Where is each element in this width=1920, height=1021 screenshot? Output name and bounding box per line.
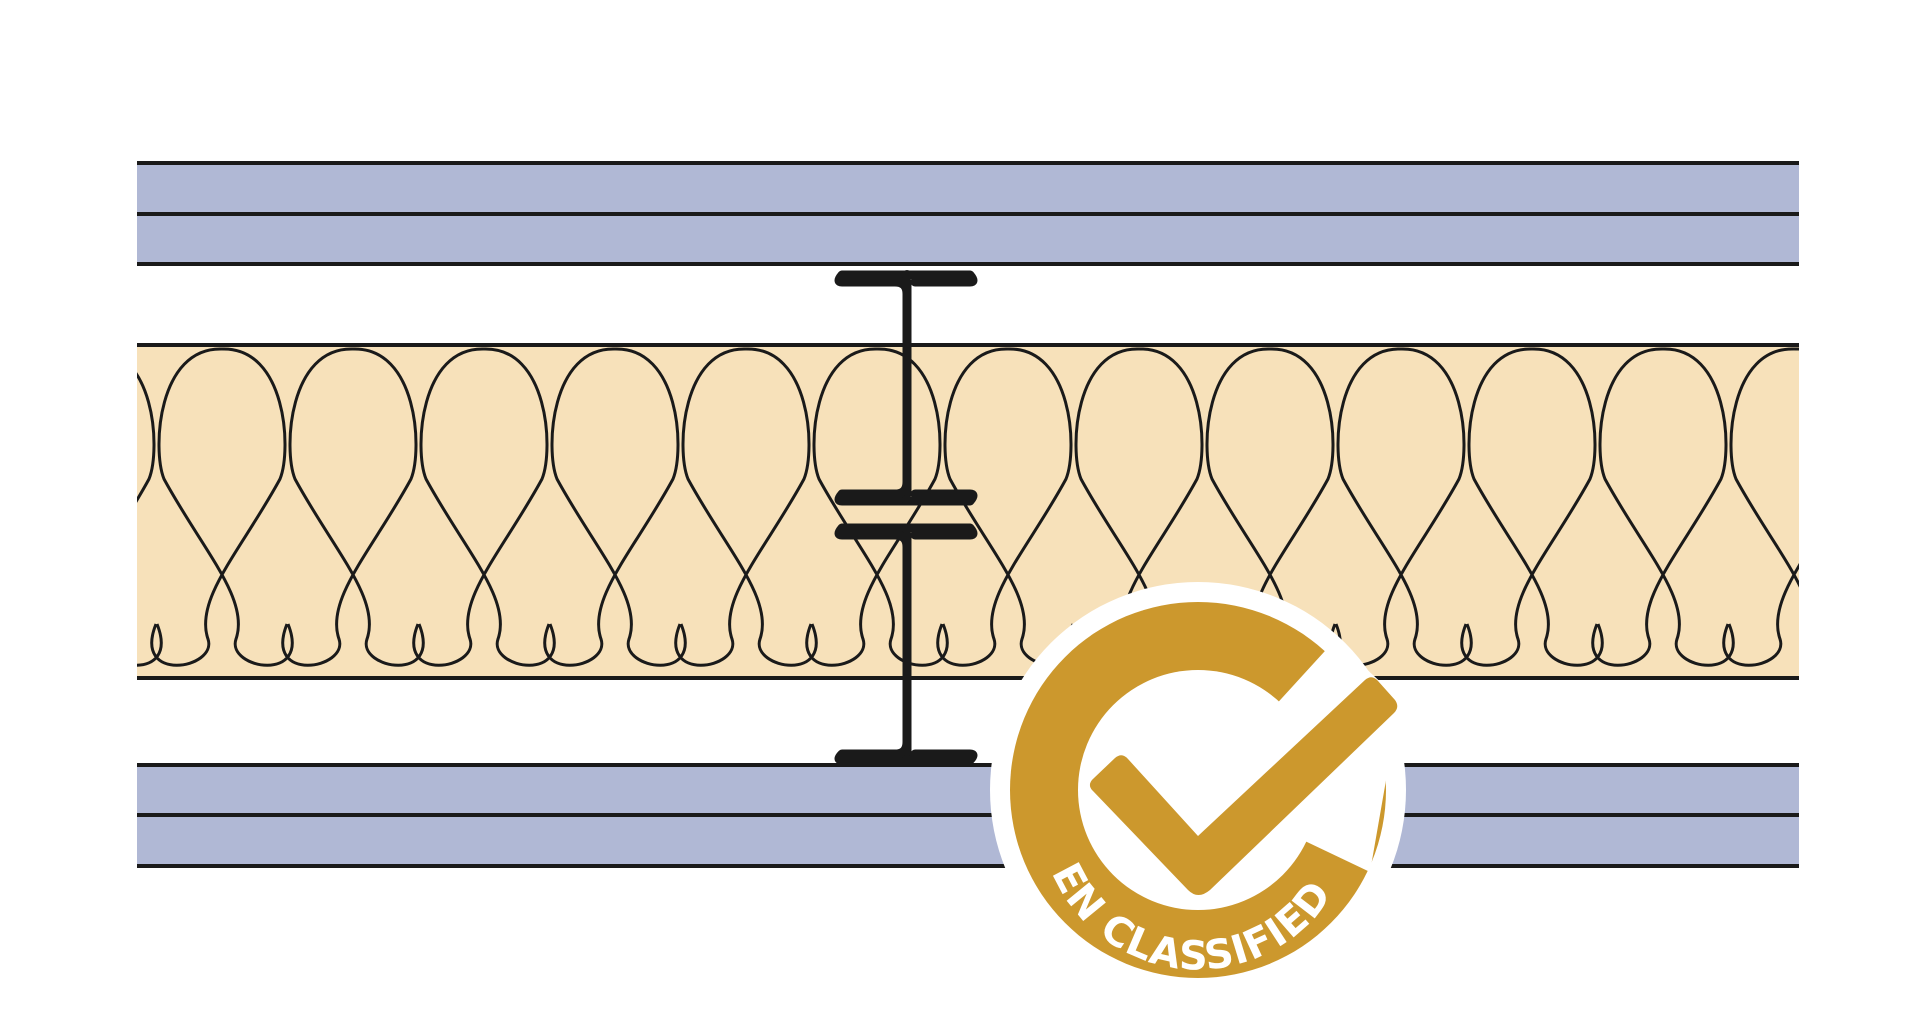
steel-stud xyxy=(834,270,978,765)
bottom-board-inner xyxy=(137,765,1799,815)
checkmark-icon xyxy=(1089,677,1398,895)
stud-rivet-bottom xyxy=(902,755,912,765)
insulation-loop-lines xyxy=(137,347,1799,667)
insulation-layer xyxy=(137,343,1799,680)
insulation-loops xyxy=(137,347,1799,667)
bottom-board-group xyxy=(137,763,1799,868)
stud-rivet-top xyxy=(902,270,912,280)
top-board-inner xyxy=(137,214,1799,264)
stud-rivet-mid-2 xyxy=(902,524,912,534)
top-board-outer xyxy=(137,163,1799,213)
top-board-group xyxy=(137,161,1799,266)
en-classified-seal: EN CLASSIFIED xyxy=(990,582,1406,998)
bottom-board-outer xyxy=(137,816,1799,866)
stud-rivet-mid-1 xyxy=(902,495,912,505)
